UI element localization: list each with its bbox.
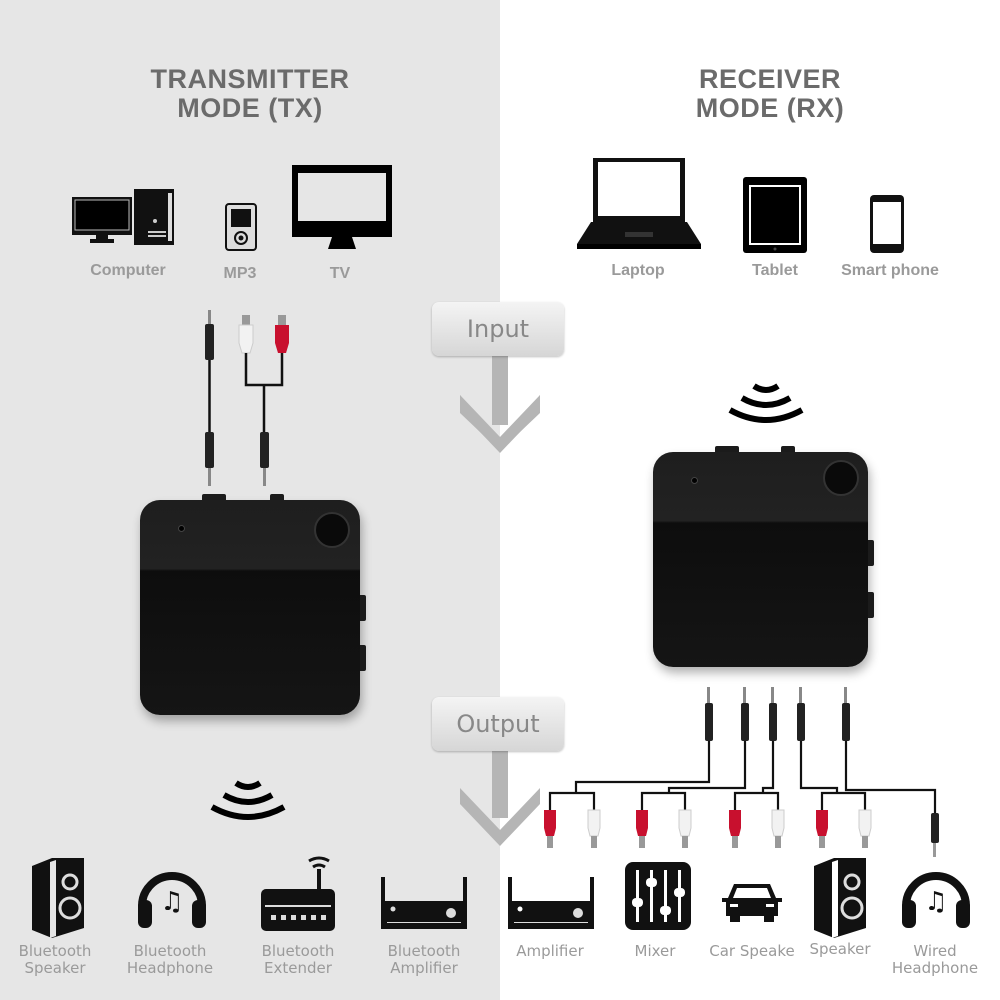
input-label: Input <box>432 302 564 356</box>
label-line1: Mixer <box>634 942 676 960</box>
label-line1: Bluetooth <box>261 942 335 960</box>
transmitter-title: TRANSMITTER MODE (TX) <box>100 65 400 123</box>
rx-output-cables <box>544 687 939 857</box>
tv-icon <box>292 165 392 249</box>
source-label-smartphone: Smart phone <box>841 262 939 279</box>
side-button-up <box>868 540 874 566</box>
output-label-bt-speaker: Bluetooth Speaker <box>5 943 105 977</box>
transmitter-title-line1: TRANSMITTER <box>150 64 350 94</box>
source-label-mp3: MP3 <box>223 265 257 282</box>
output-label-text: Output <box>456 710 540 738</box>
transmitter-device <box>140 494 366 715</box>
label-line1: Bluetooth <box>387 942 461 960</box>
wireless-signal-icon <box>210 780 286 820</box>
led-indicator <box>691 477 698 484</box>
output-label-speaker: Speaker <box>802 941 878 958</box>
svg-text:♫: ♫ <box>160 887 183 917</box>
receiver-title-line1: RECEIVER <box>698 64 842 94</box>
top-button <box>715 446 739 452</box>
label-line1: Bluetooth <box>18 942 92 960</box>
receiver-title-line2: MODE (RX) <box>695 93 845 123</box>
wireless-signal-icon <box>728 383 804 423</box>
router-icon <box>261 856 335 931</box>
label-line2: Headphone <box>126 959 214 977</box>
label-line2: Extender <box>264 959 332 977</box>
receiver-device <box>653 446 874 667</box>
mixer-icon <box>625 862 691 930</box>
label-line1: Bluetooth <box>133 942 207 960</box>
source-label-laptop: Laptop <box>611 262 665 279</box>
top-jack <box>781 446 795 452</box>
label-line2: Speaker <box>24 959 86 977</box>
svg-text:♫: ♫ <box>924 887 947 917</box>
side-button-down <box>360 645 366 671</box>
output-label-bt-headphone: Bluetooth Headphone <box>115 943 225 977</box>
smartphone-icon <box>870 195 904 253</box>
top-button <box>202 494 226 500</box>
down-arrow-icon <box>460 748 540 846</box>
output-label-bt-extender: Bluetooth Extender <box>248 943 348 977</box>
receiver-title: RECEIVER MODE (RX) <box>620 65 920 123</box>
computer-icon <box>72 189 174 245</box>
headphone-icon: ♫ <box>902 872 970 928</box>
output-label-wired-headphone: Wired Headphone <box>880 943 990 977</box>
label-line1: Amplifier <box>516 942 584 960</box>
output-label-amplifier: Amplifier <box>500 943 600 960</box>
speaker-icon <box>814 858 866 938</box>
tx-input-cables <box>205 310 289 486</box>
side-button-up <box>360 595 366 621</box>
car-icon <box>722 884 782 922</box>
side-button-down <box>868 592 874 618</box>
speaker-icon <box>32 858 84 938</box>
amplifier-icon <box>381 877 467 929</box>
led-indicator <box>178 525 185 532</box>
transmitter-title-line2: MODE (TX) <box>177 93 323 123</box>
output-label-bt-amplifier: Bluetooth Amplifier <box>374 943 474 977</box>
label-line1: Speaker <box>809 940 871 958</box>
top-jack <box>270 494 284 500</box>
output-label-car-speaker: Car Speake <box>700 943 804 960</box>
power-knob <box>314 512 350 548</box>
source-label-tv: TV <box>329 265 351 282</box>
label-line1: Wired <box>913 942 957 960</box>
mp3-player-icon <box>225 203 257 251</box>
label-line1: Car Speake <box>709 942 795 960</box>
label-line2: Headphone <box>891 959 979 977</box>
headphone-icon: ♫ <box>138 872 206 928</box>
source-label-tablet: Tablet <box>752 262 798 279</box>
source-label-computer: Computer <box>90 262 166 279</box>
output-label: Output <box>432 697 564 751</box>
label-line2: Amplifier <box>390 959 458 977</box>
input-label-text: Input <box>466 315 530 343</box>
power-knob <box>823 460 859 496</box>
down-arrow-icon <box>460 355 540 453</box>
tablet-icon <box>743 177 807 253</box>
laptop-icon <box>577 158 701 249</box>
amplifier-icon <box>508 877 594 929</box>
output-label-mixer: Mixer <box>615 943 695 960</box>
